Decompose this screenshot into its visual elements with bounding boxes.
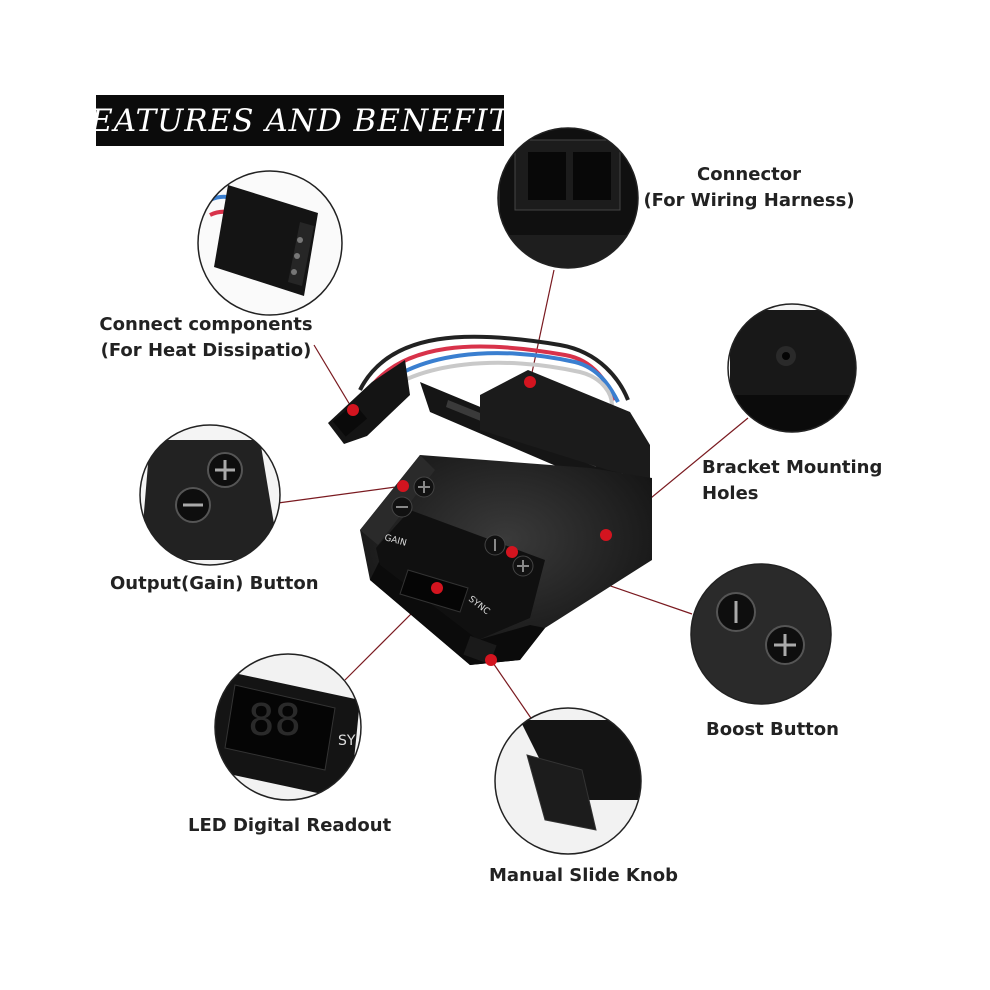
leader-connect-components: [313, 344, 354, 411]
label-led: LED Digital Readout: [188, 813, 391, 839]
callout-markers: [347, 376, 612, 666]
label-connect-components: Connect components (For Heat Dissipatio): [94, 312, 318, 364]
banner-title: FEATURES AND BENEFITS: [67, 102, 533, 139]
label-connect-components-line2: (For Heat Dissipatio): [100, 340, 312, 361]
label-boost-line1: Boost Button: [706, 719, 839, 740]
wiring-harness: [358, 334, 630, 406]
label-bracket-line1: Bracket Mounting: [702, 457, 883, 478]
label-connect-components-line1: Connect components: [99, 314, 313, 335]
label-connector-line2: (For Wiring Harness): [643, 190, 855, 211]
zoom-connect-components: [197, 170, 343, 316]
connector-housing: [480, 370, 650, 480]
zoom-led: 88 SY: [214, 653, 362, 801]
label-connector: Connector (For Wiring Harness): [640, 162, 858, 214]
title-banner: FEATURES AND BENEFITS: [68, 95, 531, 146]
zoom-output-gain: [139, 424, 281, 566]
zoom-bracket: [727, 303, 857, 433]
label-led-line1: LED Digital Readout: [188, 815, 392, 836]
zoom-boost: [690, 563, 832, 705]
label-boost: Boost Button: [706, 717, 839, 743]
label-slide-knob-line1: Manual Slide Knob: [489, 865, 678, 886]
zoom-connector: [497, 127, 639, 269]
svg-text:SY: SY: [338, 733, 356, 749]
leader-slide-knob: [490, 659, 536, 725]
label-output-gain-line1: Output(Gain) Button: [110, 573, 319, 594]
label-bracket-line2: Holes: [702, 483, 759, 504]
zoom-slide-knob: [494, 707, 642, 855]
label-bracket: Bracket Mounting Holes: [702, 455, 882, 507]
leader-gain: [277, 485, 404, 504]
svg-text:88: 88: [248, 695, 301, 746]
label-output-gain: Output(Gain) Button: [110, 571, 319, 597]
label-slide-knob: Manual Slide Knob: [489, 863, 678, 889]
label-connector-line1: Connector: [697, 164, 801, 185]
